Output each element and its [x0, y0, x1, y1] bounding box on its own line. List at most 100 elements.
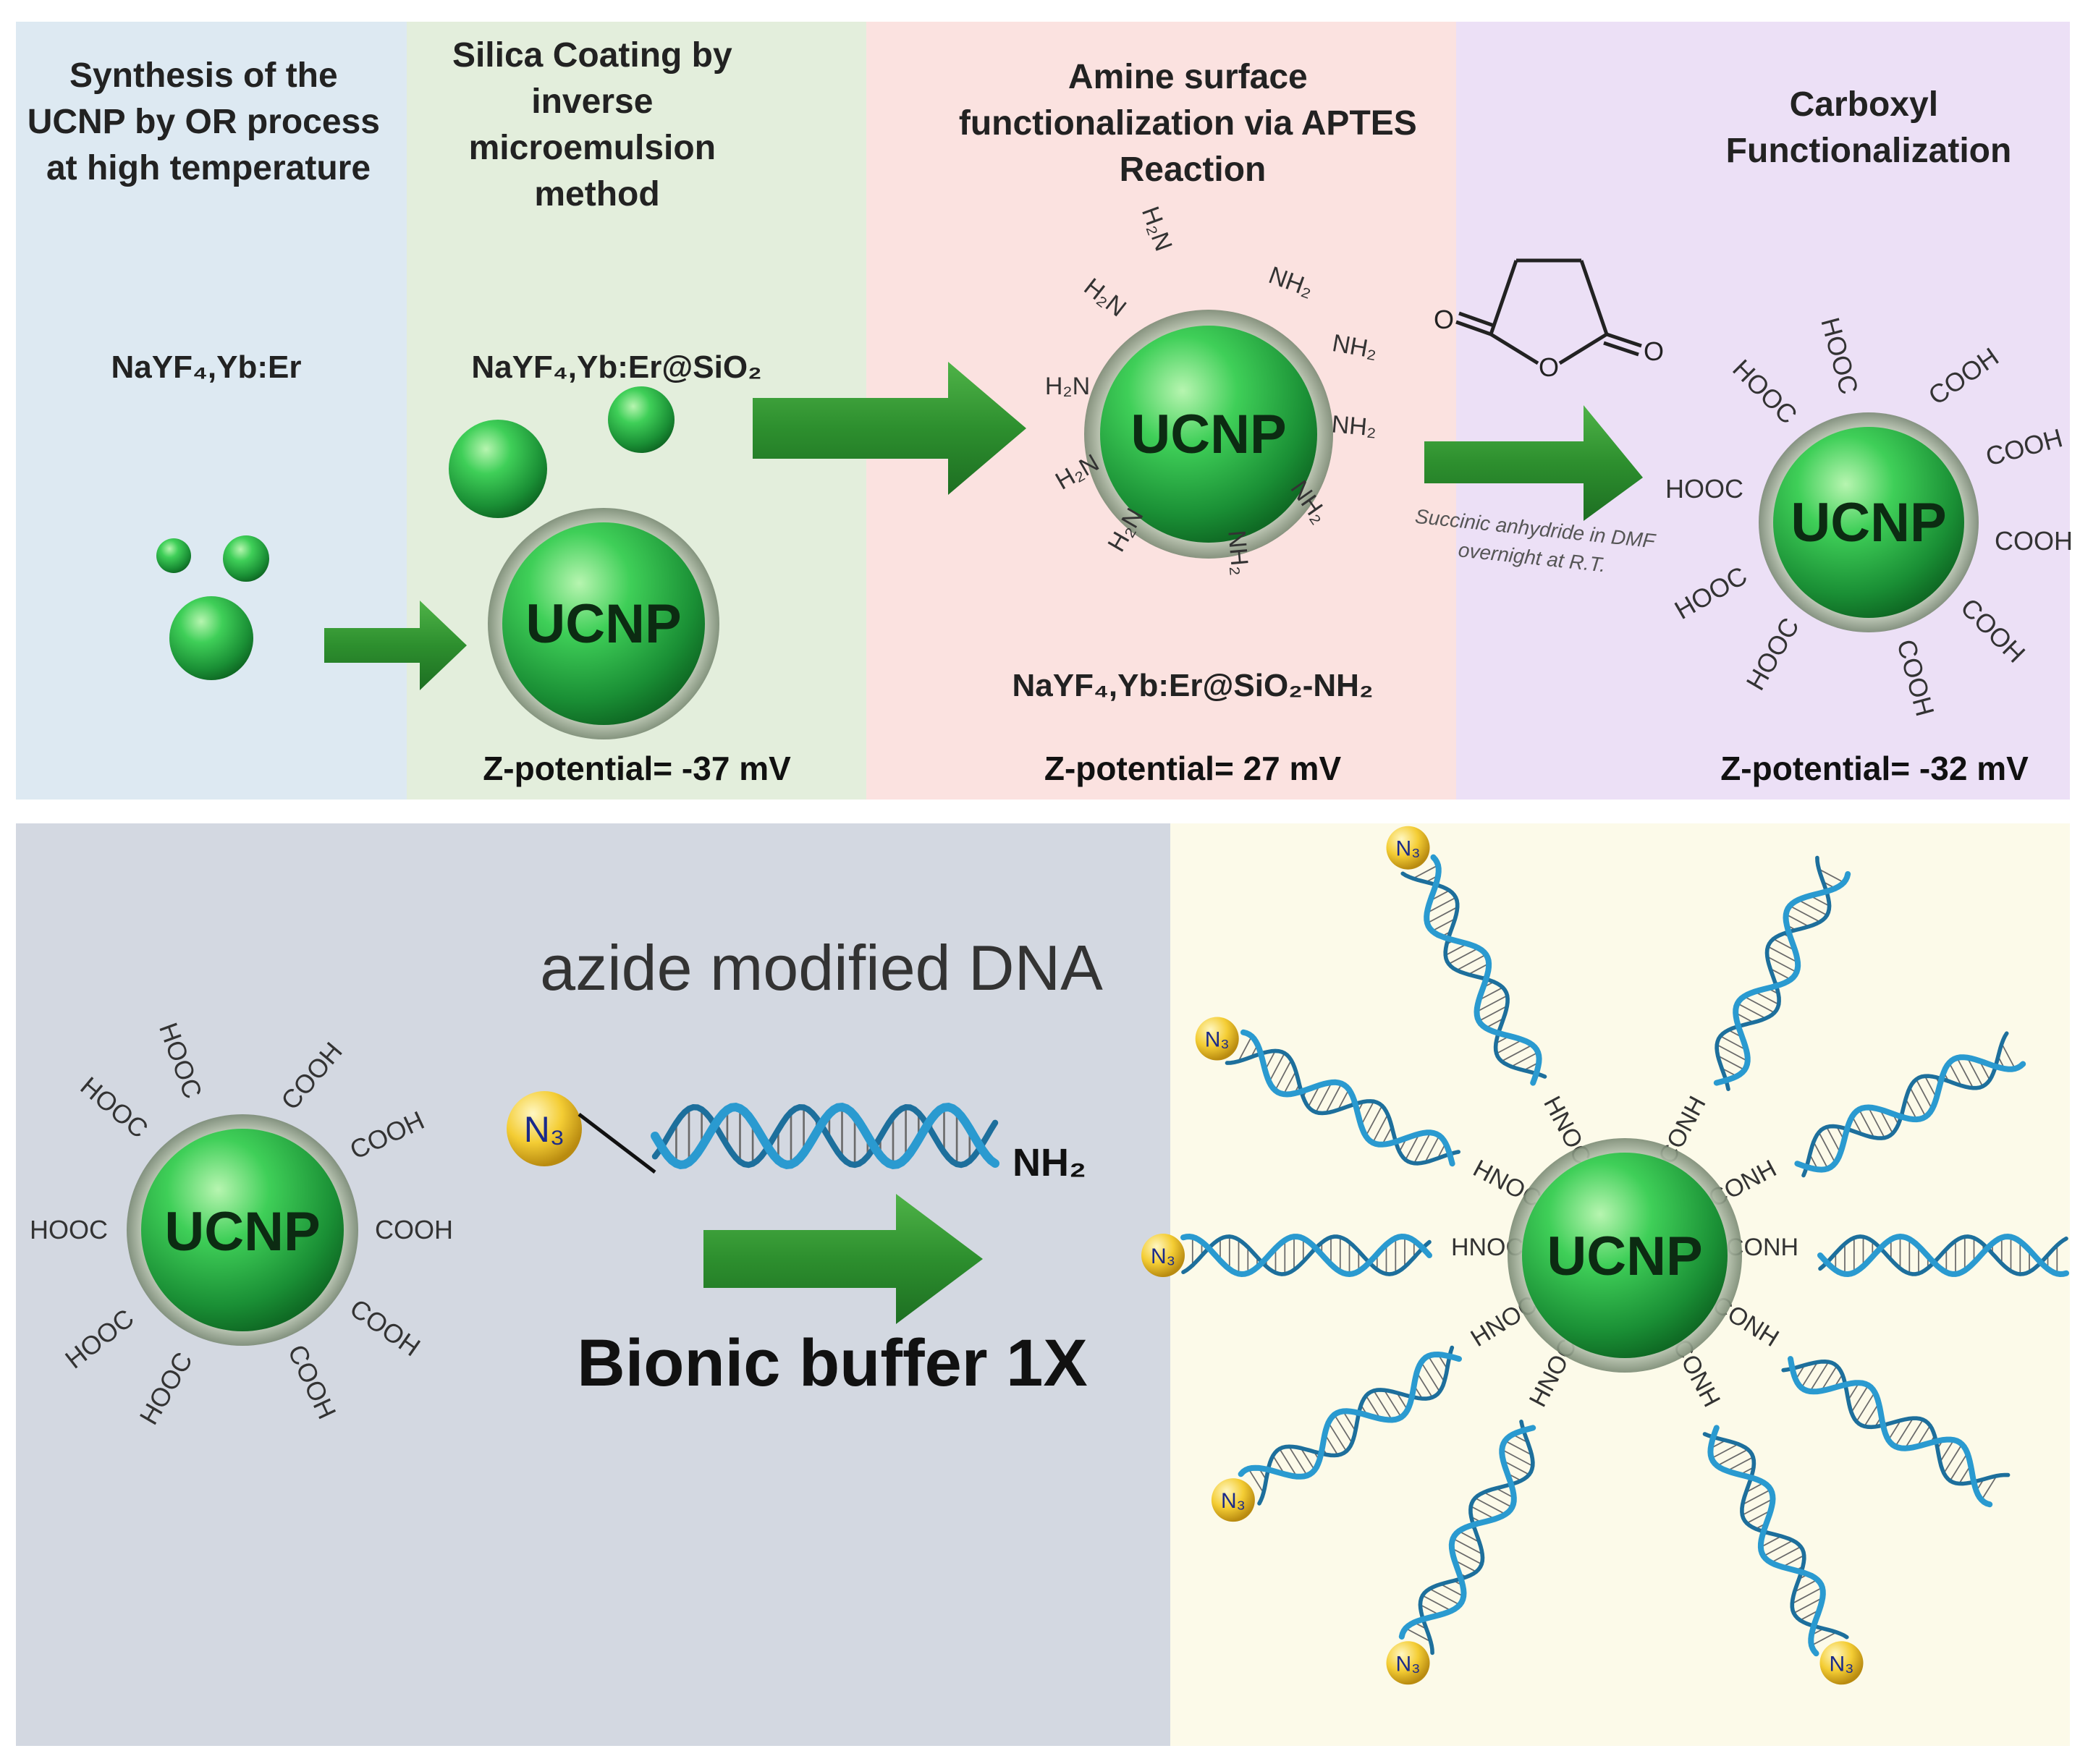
dna-base-pair	[1820, 1365, 1838, 1391]
dna-backbone	[1238, 1351, 1462, 1480]
dna-base-pair	[1948, 1062, 1962, 1086]
dna-backbone	[1715, 855, 1832, 1091]
nanoparticle-coated-small	[608, 386, 675, 453]
dna-base-pair	[1478, 1005, 1508, 1022]
zeta-silica: Z-potential= -37 mV	[483, 750, 791, 787]
terminal-amine-label: NH₂	[1012, 1141, 1086, 1184]
dna-base-pair	[1741, 1498, 1773, 1516]
dna-base-pair	[1966, 1057, 1984, 1087]
dna-base-pair	[1448, 947, 1479, 965]
dna-backbone	[1788, 1356, 1993, 1508]
dna-backbone	[1225, 1048, 1460, 1166]
dna-base-pair	[1421, 1362, 1440, 1392]
nanoparticle-small	[169, 596, 253, 680]
dna-base-pair	[1510, 1051, 1539, 1067]
ucnp-label: UCNP	[525, 593, 681, 655]
dna-backbone	[1398, 1425, 1536, 1640]
arrow-amine-to-carboxyl	[1424, 405, 1643, 521]
dna-base-pair	[1711, 1443, 1739, 1459]
azide-bead	[507, 1091, 582, 1166]
dna-base-pair	[1770, 1545, 1801, 1564]
dna-base-pair	[1811, 1632, 1837, 1646]
oxygen-atom: O	[1644, 336, 1664, 366]
dna-backbone	[1781, 1359, 2011, 1486]
amine-group: NH₂	[1330, 410, 1377, 441]
panel-carboxyl-bg	[1456, 22, 2070, 800]
dna-base-pair	[1785, 913, 1809, 928]
dna-strand	[1817, 1233, 2069, 1278]
dna-base-pair	[1742, 1489, 1772, 1506]
zeta-amine: Z-potential= 27 mV	[1044, 750, 1342, 787]
ucnp-core-carboxyl	[1773, 427, 1964, 618]
dna-base-pair	[1483, 1491, 1513, 1508]
ucnp-label: UCNP	[1791, 492, 1946, 554]
dna-base-pair	[1248, 1468, 1264, 1493]
dna-base-pair	[1470, 1506, 1495, 1520]
dna-base-pair	[1789, 905, 1821, 923]
azide-bead	[1141, 1234, 1185, 1277]
dna-backbone	[1418, 1420, 1535, 1655]
azide-bead	[1819, 1641, 1864, 1685]
dna-base-pair	[1268, 1053, 1285, 1082]
dna-backbone	[1801, 1031, 2009, 1178]
dna-strand	[651, 1103, 999, 1169]
dna-base-pair	[1818, 1132, 1836, 1163]
azide-label: N₃	[1151, 1244, 1175, 1268]
dna-base-pair	[1791, 1587, 1823, 1605]
dna-base-pair	[1238, 1035, 1253, 1062]
title-carboxyl: Carboxyl Functionalization	[1726, 85, 2012, 170]
azide-bead	[1195, 1017, 1239, 1061]
dna-base-pair	[1288, 1446, 1308, 1476]
ucnp-label: UCNP	[164, 1201, 320, 1263]
dna-base-pair	[1343, 1411, 1356, 1432]
dna-base-pair	[1864, 1403, 1880, 1427]
carboxyl-group: COOH	[1995, 526, 2073, 556]
dna-strand	[1398, 1420, 1536, 1655]
dna-base-pair	[1325, 1083, 1343, 1114]
amine-group: H₂N	[1045, 373, 1090, 400]
title-amine: Amine surface functionalization via APTE…	[959, 58, 1426, 189]
dna-base-pair	[1427, 1355, 1445, 1383]
nanoparticle-small	[156, 538, 191, 573]
dna-base-pair	[1851, 1385, 1869, 1413]
dna-backbone	[1713, 871, 1851, 1086]
dna-base-pair	[1451, 1548, 1482, 1565]
dna-base-pair	[1859, 1108, 1875, 1138]
dna-base-pair	[1333, 1414, 1353, 1443]
ucnp-label: UCNP	[1130, 404, 1286, 465]
dna-base-pair	[1474, 1497, 1506, 1515]
dna-base-pair	[1826, 1127, 1841, 1153]
dna-backbone	[1818, 1234, 2068, 1276]
dna-backbone	[1707, 1425, 1826, 1657]
nanoparticle-small	[223, 535, 269, 582]
dna-backbone	[651, 1103, 999, 1169]
formula-silica: NaYF₄,Yb:Er@SiO₂	[471, 349, 761, 385]
azide-label: N₃	[524, 1109, 565, 1150]
azide-label: N₃	[1396, 837, 1421, 861]
arrow-conjugation	[703, 1194, 983, 1324]
dna-base-pair	[1405, 1133, 1420, 1161]
dna-base-pair	[1813, 1141, 1829, 1169]
dna-base-pair	[1416, 1372, 1433, 1398]
dna-base-pair	[1720, 1035, 1747, 1051]
dna-base-pair	[1365, 1395, 1382, 1420]
dna-base-pair	[1746, 1509, 1772, 1524]
dna-base-pair	[1809, 1361, 1830, 1392]
dna-strand	[1400, 854, 1547, 1086]
dna-base-pair	[1915, 1079, 1933, 1110]
dna-base-pair	[1895, 1417, 1914, 1447]
nanoparticle-coated-small	[449, 420, 547, 518]
dna-base-pair	[1426, 896, 1456, 914]
dna-base-pair	[1360, 1101, 1374, 1126]
buffer-label: Bionic buffer 1X	[577, 1326, 1087, 1400]
dna-base-pair	[1887, 1420, 1902, 1441]
linker-line	[578, 1113, 656, 1174]
dna-base-pair	[1426, 906, 1458, 924]
dna-strand	[1702, 1425, 1849, 1657]
azide-label: N₃	[1396, 1652, 1421, 1676]
dna-base-pair	[1458, 1530, 1480, 1543]
dna-base-pair	[1770, 967, 1791, 980]
dna-backbone	[651, 1103, 999, 1169]
arrow-silica-to-amine	[753, 362, 1026, 495]
